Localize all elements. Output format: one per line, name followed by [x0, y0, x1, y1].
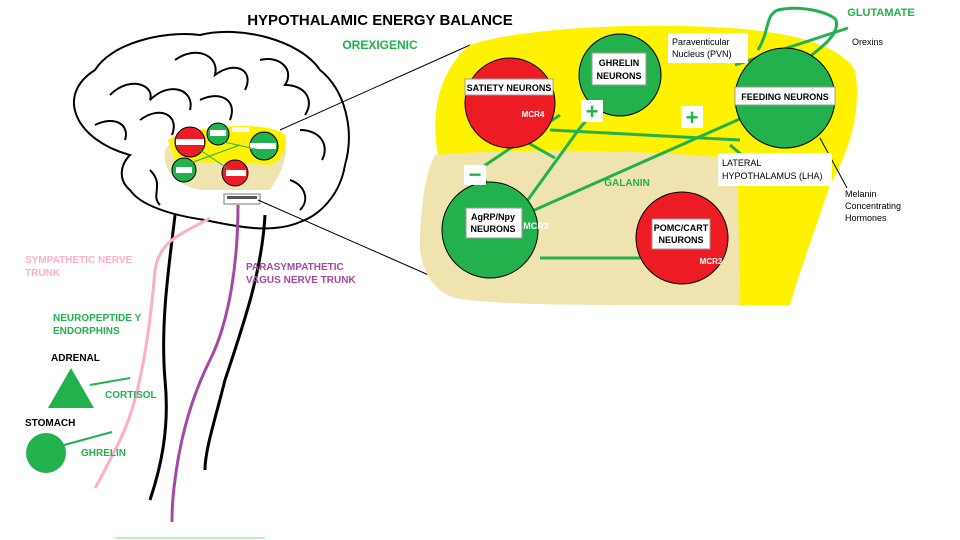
svg-text:+: + [586, 99, 599, 124]
galanin-label: GALANIN [604, 178, 650, 189]
orexins-label: Orexins [852, 37, 884, 47]
mini-hypothalamus [164, 122, 287, 205]
ghrelin-stomach-label: GHRELIN [81, 448, 126, 459]
pathways [476, 6, 849, 260]
ghrelin-neurons: GHRELIN NEURONS [578, 33, 662, 117]
glutamate-label: GLUTAMATE [847, 7, 914, 19]
feeding-neurons: FEEDING NEURONS [734, 47, 836, 149]
svg-text:Nucleus (PVN): Nucleus (PVN) [672, 49, 732, 59]
minus-sign-satiety: − [464, 162, 486, 187]
satiety-neurons: SATIETY NEURONS MCR4 [464, 57, 556, 149]
agrp-neurons-label-1: AgRP/Npy [471, 212, 515, 222]
diagram-title: HYPOTHALAMIC ENERGY BALANCE [247, 12, 513, 29]
agrp-neurons-label-2: NEURONS [470, 224, 515, 234]
pomc-neurons-label-2: NEURONS [658, 235, 703, 245]
feeding-neurons-label: FEEDING NEURONS [741, 92, 829, 102]
brain-outline [73, 31, 350, 501]
plus-sign-feeding: + [681, 105, 703, 130]
cortisol-label: CORTISOL [105, 390, 157, 401]
adrenal-connector [89, 377, 131, 386]
satiety-neurons-label: SATIETY NEURONS [467, 83, 552, 93]
npy-endorphins-label: NEUROPEPTIDE Y ENDORPHINS [53, 313, 141, 337]
satiety-mcr4-label: MCR4 [522, 110, 545, 119]
svg-text:SYMPATHETIC NERVE: SYMPATHETIC NERVE [25, 255, 133, 266]
pomc-cart-neurons: POMC/CART NEURONS MCR3 [635, 191, 729, 285]
plus-sign-ghrelin: + [581, 99, 603, 124]
zoom-line-bottom [257, 199, 441, 281]
adrenal-triangle [48, 368, 94, 408]
mch-label: Melanin Concentrating Hormones [845, 189, 901, 223]
ghrelin-neurons-label-2: NEURONS [596, 71, 641, 81]
stomach-label: STOMACH [25, 418, 75, 429]
pomc-neurons-label-1: POMC/CART [654, 223, 709, 233]
pomc-mcr3-label: MCR3 [700, 257, 723, 266]
sympathetic-nerve-trunk [93, 216, 211, 489]
sympathetic-label: SYMPATHETIC NERVE TRUNK [25, 255, 133, 279]
svg-text:Hormones: Hormones [845, 213, 887, 223]
zoom-line-top [279, 44, 471, 131]
mch-connector [819, 137, 848, 189]
ghrelin-neurons-label-1: GHRELIN [599, 58, 640, 68]
svg-text:ENDORPHINS: ENDORPHINS [53, 326, 120, 337]
svg-text:+: + [686, 105, 699, 130]
svg-text:HYPOTHALAMUS (LHA): HYPOTHALAMUS (LHA) [722, 171, 823, 181]
svg-text:Concentrating: Concentrating [845, 201, 901, 211]
agrp-mcr3-label: MCR3 [523, 221, 549, 231]
svg-text:VAGUS NERVE TRUNK: VAGUS NERVE TRUNK [246, 275, 356, 286]
adrenal-label: ADRENAL [51, 353, 100, 364]
stomach-connector [63, 431, 113, 446]
svg-text:TRUNK: TRUNK [25, 268, 61, 279]
pvn-label: Paraventicular Nucleus (PVN) [668, 33, 748, 63]
orexigenic-label: OREXIGENIC [342, 38, 418, 52]
svg-text:Paraventicular: Paraventicular [672, 37, 730, 47]
svg-text:LATERAL: LATERAL [722, 158, 761, 168]
lha-label: LATERAL HYPOTHALAMUS (LHA) [718, 153, 832, 186]
svg-text:Melanin: Melanin [845, 189, 877, 199]
parasympathetic-label: PARASYMPATHETIC VAGUS NERVE TRUNK [246, 262, 356, 286]
svg-text:NEUROPEPTIDE Y: NEUROPEPTIDE Y [53, 313, 141, 324]
stomach-circle [26, 433, 66, 473]
agrp-npy-neurons: AgRP/Npy NEURONS MCR3 [441, 181, 549, 279]
svg-text:PARASYMPATHETIC: PARASYMPATHETIC [246, 262, 344, 273]
parasympathetic-vagus-trunk [170, 204, 240, 523]
svg-text:−: − [469, 162, 482, 187]
